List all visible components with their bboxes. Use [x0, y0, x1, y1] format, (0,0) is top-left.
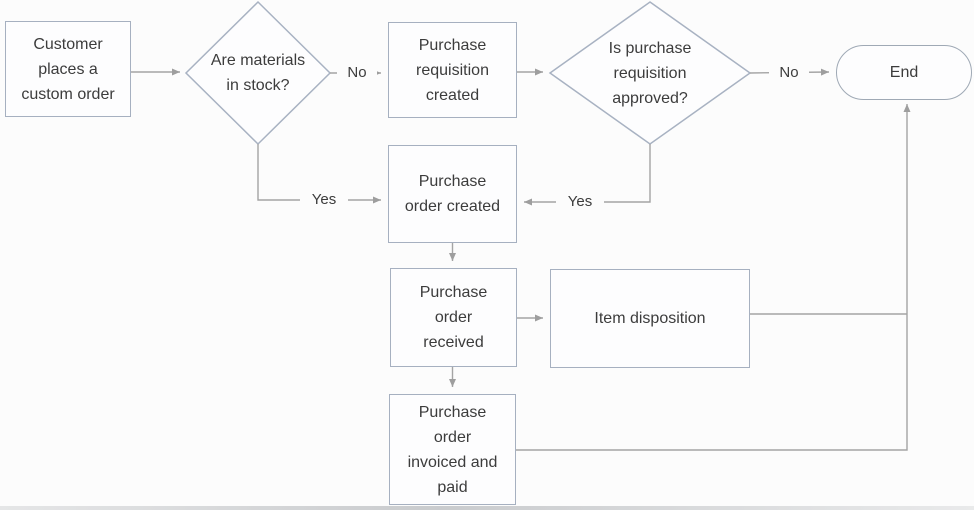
- po-invoiced-box: Purchase order invoiced and paid: [389, 394, 516, 505]
- requisition-approved-label: Is purchase requisition approved?: [608, 39, 692, 107]
- purchase-requisition-label: Purchase requisition created: [416, 36, 489, 104]
- item-disposition-box: Item disposition: [550, 269, 750, 368]
- edge-label-approved-no: No: [769, 62, 809, 83]
- edge-label-approved-yes: Yes: [556, 191, 604, 212]
- edge-label-materials-no: No: [337, 62, 377, 83]
- edge-label-materials-yes: Yes: [300, 189, 348, 210]
- po-created-label: Purchase order created: [404, 173, 501, 215]
- materials-in-stock-label: Are materials in stock?: [210, 52, 306, 94]
- customer-order-label: Customer places a custom order: [21, 35, 115, 103]
- po-received-box: Purchase order received: [390, 268, 517, 367]
- purchase-requisition-box: Purchase requisition created: [388, 22, 517, 118]
- customer-order-box: Customer places a custom order: [5, 21, 131, 117]
- screenshot-bottom-edge: [0, 506, 974, 510]
- po-invoiced-label: Purchase order invoiced and paid: [407, 403, 498, 496]
- connector-po-invoiced-to-end: [516, 104, 911, 451]
- po-received-label: Purchase order received: [419, 284, 488, 351]
- po-created-box: Purchase order created: [388, 145, 517, 243]
- end-terminator: End: [836, 45, 972, 100]
- item-disposition-label: Item disposition: [594, 310, 706, 327]
- end-label: End: [889, 64, 919, 81]
